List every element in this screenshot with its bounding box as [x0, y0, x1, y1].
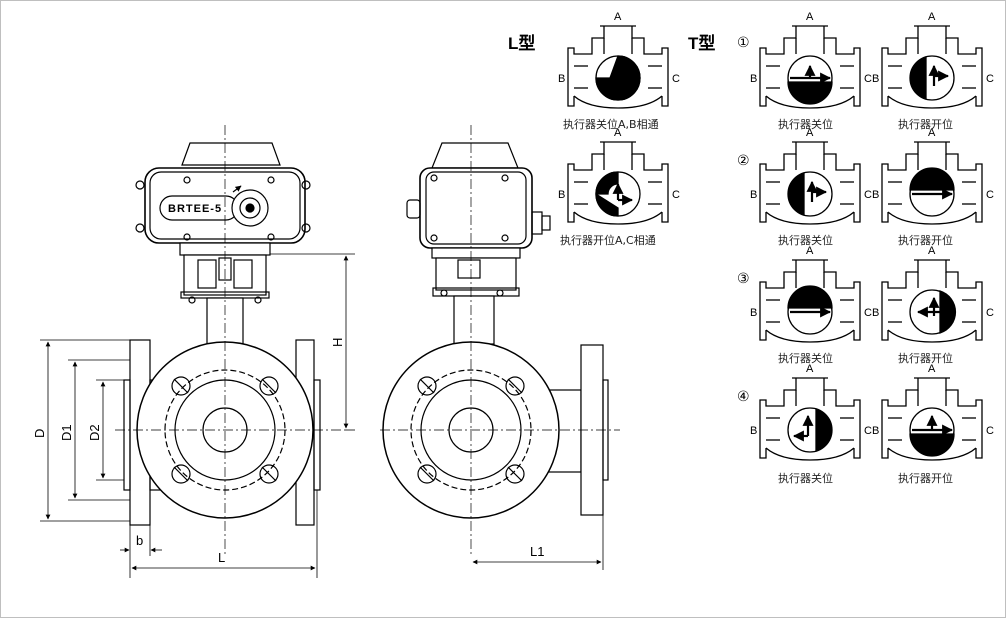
- dim-D2-label: D2: [87, 424, 102, 441]
- port-label-b: B: [558, 73, 565, 85]
- t-group-4-closed-caption: 执行器关位: [778, 471, 833, 485]
- actuator-brand-label: BRTEE-5: [168, 203, 222, 215]
- dim-b-label: b: [136, 533, 143, 548]
- port-label-a: A: [614, 127, 622, 139]
- t-group-1-closed-caption: 执行器关位: [778, 117, 833, 131]
- t-group-3-open-caption: 执行器开位: [898, 351, 953, 365]
- port-label-a: A: [614, 11, 622, 23]
- port-diagram: [881, 259, 983, 343]
- port-diagram: [759, 259, 861, 343]
- t-group-4-marker: ④: [737, 389, 750, 405]
- port-label-a: A: [928, 245, 936, 257]
- port-label-c: C: [864, 307, 872, 319]
- port-label-b: B: [872, 307, 879, 319]
- t-group-3-closed-caption: 执行器关位: [778, 351, 833, 365]
- l-type-caption-2: 执行器开位A,C相通: [560, 233, 656, 247]
- flow-arrow: [616, 66, 630, 84]
- dim-L-label: L: [218, 550, 225, 565]
- port-label-c: C: [986, 189, 994, 201]
- port-label-a: A: [806, 127, 814, 139]
- side-centerlines: [380, 125, 620, 555]
- port-label-a: A: [928, 363, 936, 375]
- port-diagrams: [567, 25, 983, 461]
- port-label-c: C: [864, 425, 872, 437]
- port-label-b: B: [872, 73, 879, 85]
- t-group-2-marker: ②: [737, 153, 750, 169]
- port-label-c: C: [864, 73, 872, 85]
- t-group-3-marker: ③: [737, 271, 750, 287]
- port-label-b: B: [872, 189, 879, 201]
- l-type-title: L型: [508, 33, 535, 53]
- dim-L1-label: L1: [530, 544, 544, 559]
- port-label-b: B: [750, 189, 757, 201]
- t-group-4-open-caption: 执行器开位: [898, 471, 953, 485]
- t-type-title: T型: [688, 33, 715, 53]
- port-diagram: [881, 25, 983, 109]
- dim-D-label: D: [32, 429, 47, 438]
- dimension-lines: [40, 253, 604, 578]
- port-label-b: B: [750, 307, 757, 319]
- port-label-c: C: [986, 307, 994, 319]
- port-label-c: C: [672, 73, 680, 85]
- dim-D1-label: D1: [59, 424, 74, 441]
- port-diagram: [759, 141, 861, 225]
- port-label-c: C: [672, 189, 680, 201]
- front-centerlines: [115, 125, 345, 555]
- t-group-2-open-caption: 执行器开位: [898, 233, 953, 247]
- port-label-b: B: [750, 425, 757, 437]
- l-type-caption-1: 执行器关位A,B相通: [563, 117, 659, 131]
- port-label-b: B: [872, 425, 879, 437]
- t-group-2-closed-caption: 执行器关位: [778, 233, 833, 247]
- port-label-c: C: [986, 73, 994, 85]
- port-label-b: B: [558, 189, 565, 201]
- port-label-c: C: [986, 425, 994, 437]
- port-label-a: A: [928, 11, 936, 23]
- port-label-a: A: [928, 127, 936, 139]
- port-label-a: A: [806, 245, 814, 257]
- t-group-1-open-caption: 执行器开位: [898, 117, 953, 131]
- dim-H-label: H: [330, 338, 345, 347]
- port-label-a: A: [806, 11, 814, 23]
- port-label-c: C: [864, 189, 872, 201]
- port-label-b: B: [750, 73, 757, 85]
- port-label-a: A: [806, 363, 814, 375]
- t-group-1-marker: ①: [737, 35, 750, 51]
